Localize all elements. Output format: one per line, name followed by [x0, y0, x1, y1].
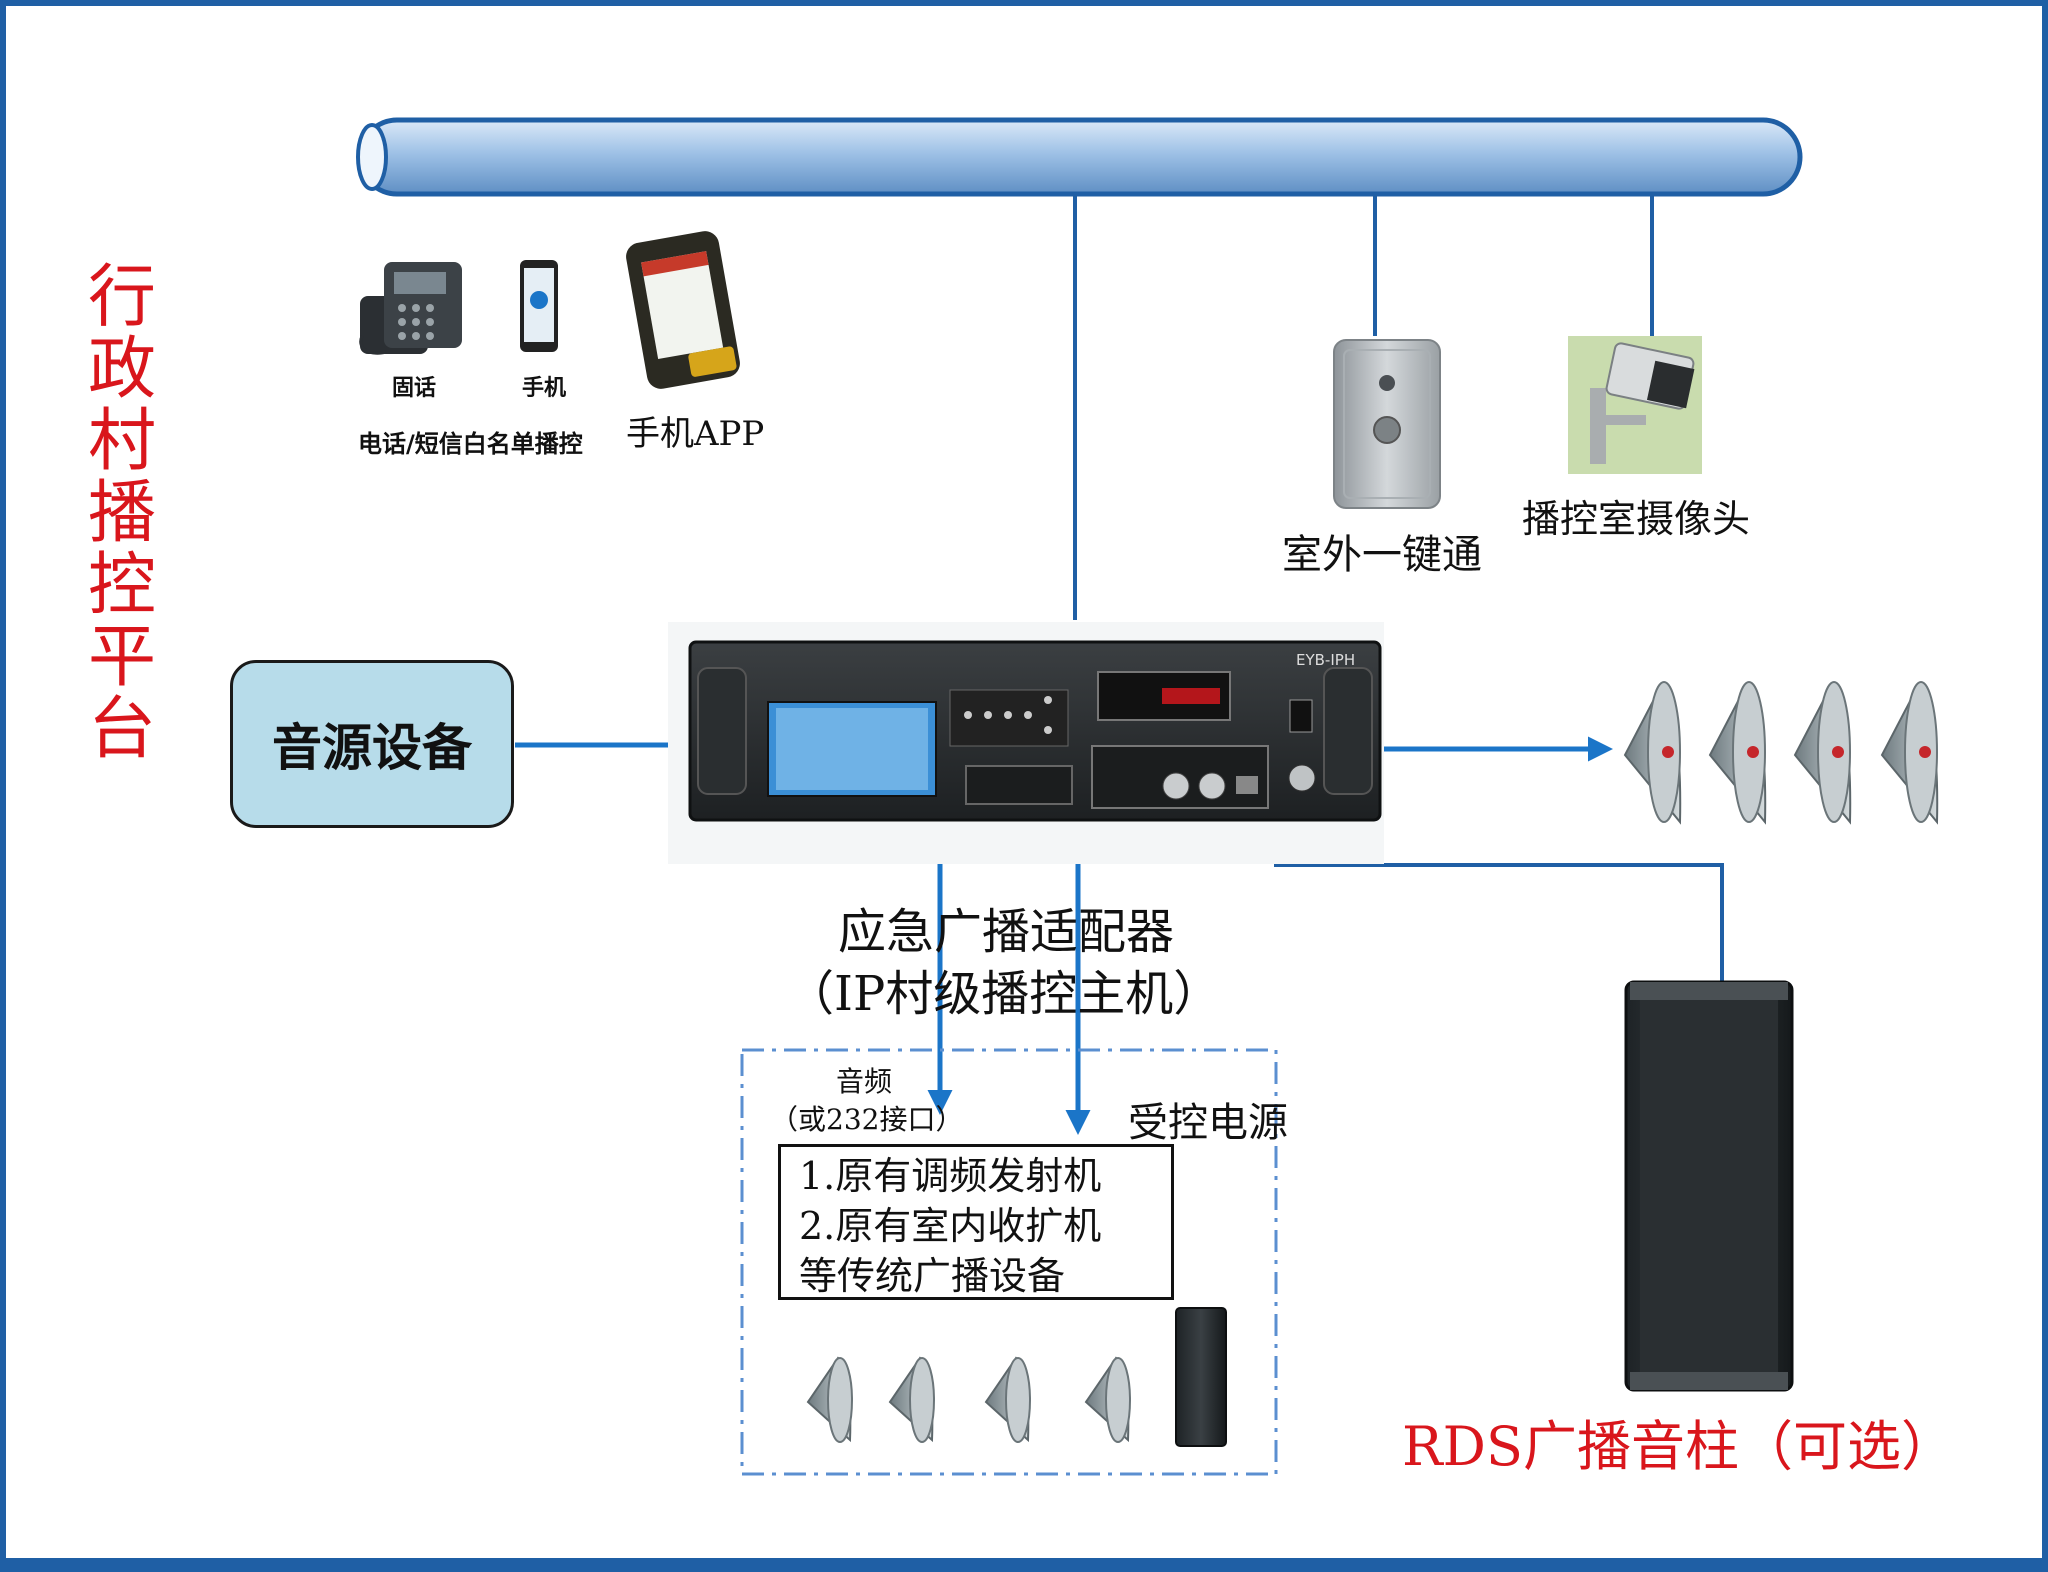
legacy-speakers [806, 1307, 1227, 1447]
rds-label: RDS广播音柱（可选） [1402, 1415, 1955, 1478]
camera-icon [1568, 336, 1702, 474]
audio-source-label: 音源设备 [272, 718, 472, 777]
legacy-equipment-box: 1.原有调频发射机 2.原有室内收扩机 等传统广播设备 [778, 1144, 1174, 1300]
side-title: 行政村播控平台 [87, 258, 156, 769]
phone-label: 固话 [392, 376, 437, 401]
power-label: 受控电源 [1128, 1100, 1288, 1146]
legacy-line-3: 等传统广播设备 [799, 1254, 1066, 1298]
camera-label: 播控室摄像头 [1522, 497, 1751, 541]
call-button-icon [1333, 339, 1441, 509]
desk-phone-icon [359, 262, 462, 355]
audio-source-box: 音源设备 [230, 660, 514, 828]
column-speaker-icon [1175, 1307, 1227, 1447]
horn-speaker-icon [1708, 681, 1767, 825]
network-links [1073, 194, 1654, 620]
adapter-device: EYB-IPH [668, 622, 1384, 864]
mobile-phone-icon [520, 260, 558, 352]
adapter-subtitle: （IP村级播控主机） [786, 966, 1222, 1022]
call-button-label: 室外一键通 [1282, 532, 1482, 578]
horn-speaker-icon [984, 1356, 1031, 1443]
horn-speaker-icon [1880, 681, 1939, 825]
audio-label: 音频 [836, 1065, 893, 1098]
horn-speaker-icon [1623, 681, 1682, 825]
signal-arrows [515, 732, 1613, 1135]
app-label: 手机APP [626, 414, 765, 454]
legacy-line-1: 1.原有调频发射机 [799, 1154, 1102, 1198]
rugged-phone-icon [626, 231, 740, 389]
column-speaker-icon [1624, 980, 1794, 1392]
network-pipe [356, 117, 1803, 197]
mobile-label: 手机 [522, 376, 567, 401]
horn-speaker-icon [1084, 1356, 1131, 1443]
horn-speaker-icon [806, 1356, 853, 1443]
horn-speaker-icon [888, 1356, 935, 1443]
legacy-equipment-region [740, 1048, 1278, 1476]
device-model-text: EYB-IPH [1296, 651, 1355, 669]
adapter-title: 应急广播适配器 [838, 904, 1175, 960]
legacy-line-2: 2.原有室内收扩机 [799, 1204, 1102, 1248]
horn-speakers-right [1623, 681, 1939, 825]
horn-speaker-icon [1793, 681, 1852, 825]
audio-sub-label: （或232接口） [770, 1103, 964, 1136]
whitelist-caption: 电话/短信白名单播控 [358, 430, 583, 458]
